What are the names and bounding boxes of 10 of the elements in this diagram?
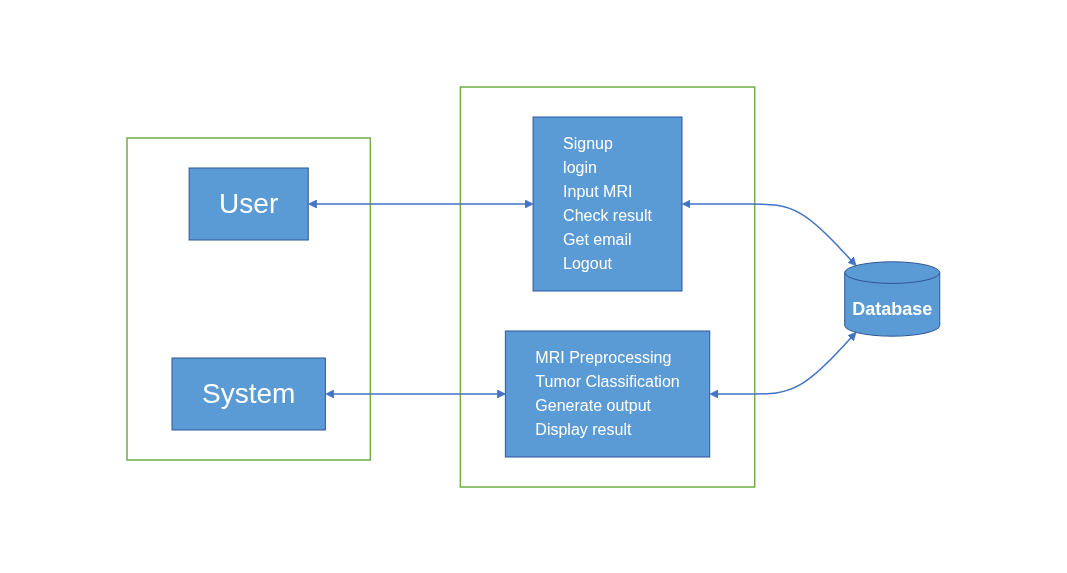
arrow <box>308 199 534 208</box>
cluster <box>126 136 372 461</box>
arrow <box>709 331 857 398</box>
arrow <box>325 389 506 398</box>
node-box: MRI Preprocessing Tumor Classification Generate output Display result <box>505 330 711 457</box>
cluster <box>459 85 756 488</box>
node-box: System <box>171 357 326 430</box>
node-box: Signup login Input MRI Check result Get email Logout <box>532 116 683 291</box>
arrow <box>682 199 857 266</box>
node-box: User <box>188 167 309 240</box>
